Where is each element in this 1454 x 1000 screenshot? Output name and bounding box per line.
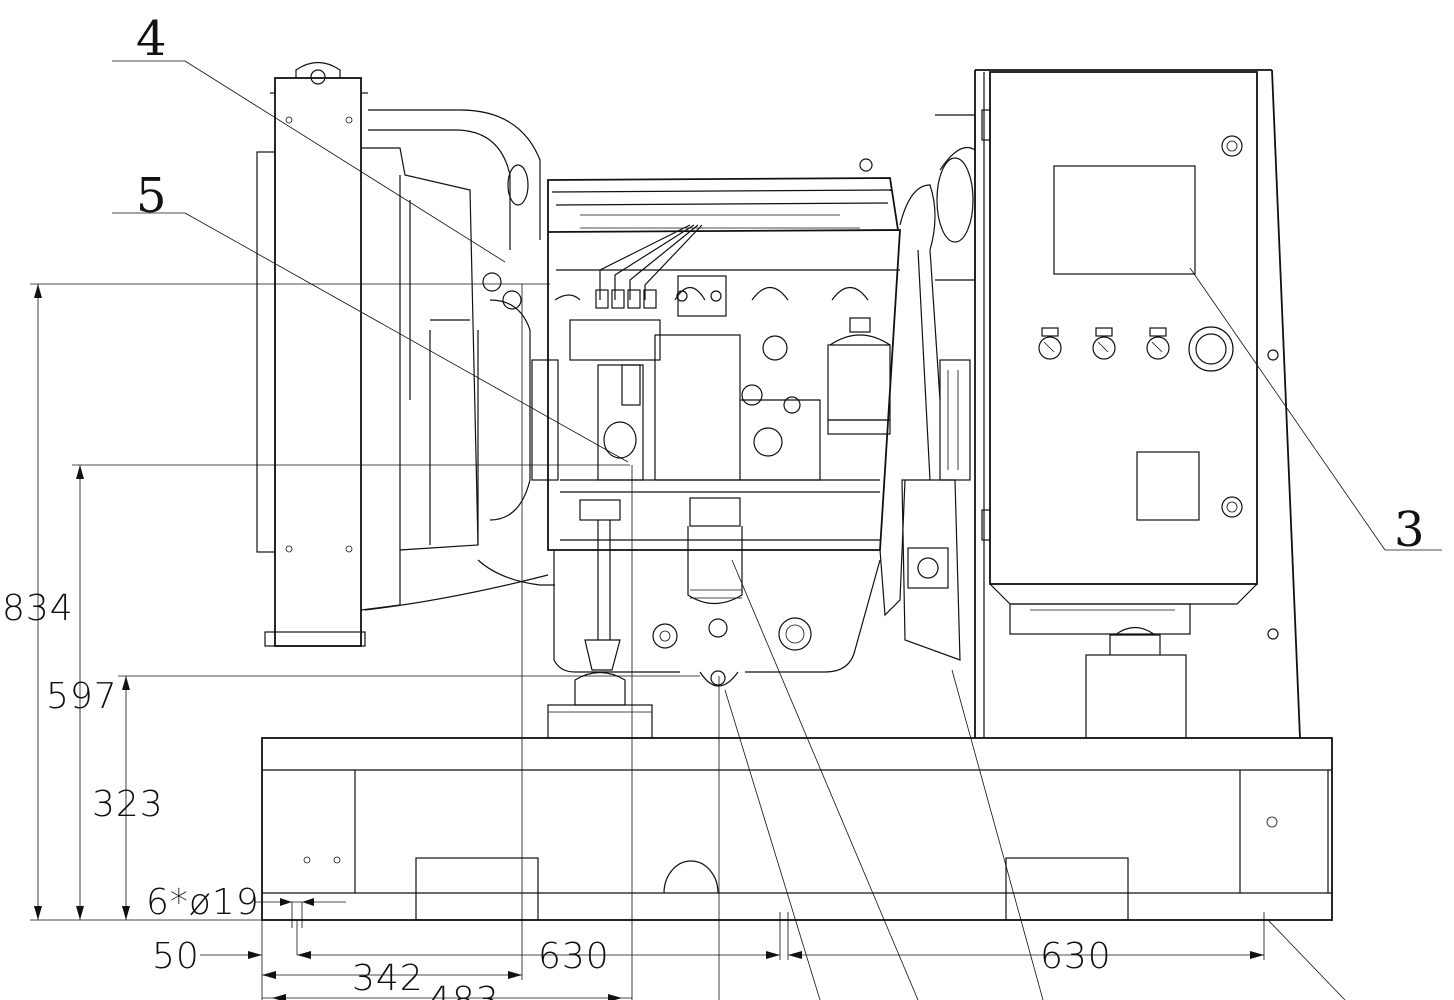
panel-lamps xyxy=(1221,135,1243,518)
dim-width-342: 342 xyxy=(352,958,424,999)
dim-width-630-left: 630 xyxy=(538,936,610,977)
dim-holes: 6*ø19 xyxy=(146,882,260,923)
callout-5: 5 xyxy=(136,168,167,224)
callout-labels: 4 5 3 xyxy=(136,11,1425,558)
dim-width-50: 50 xyxy=(152,936,200,977)
radiator xyxy=(256,61,555,647)
dim-width-630-right: 630 xyxy=(1040,936,1112,977)
callout-3: 3 xyxy=(1394,502,1425,558)
dim-height-597: 597 xyxy=(46,676,118,717)
dim-height-834: 834 xyxy=(2,588,74,629)
dimension-labels: 834 597 323 6*ø19 50 630 630 342 483 xyxy=(2,588,1112,1000)
dim-width-483: 483 xyxy=(428,980,500,1000)
base-frame xyxy=(261,737,1333,921)
callout-4: 4 xyxy=(136,11,167,67)
panel-meters xyxy=(1038,326,1234,372)
control-panel xyxy=(974,69,1301,739)
engine xyxy=(482,114,976,739)
dim-height-323: 323 xyxy=(92,784,164,825)
dimension-lines xyxy=(30,283,1280,1000)
leader-lines xyxy=(112,60,1442,1000)
